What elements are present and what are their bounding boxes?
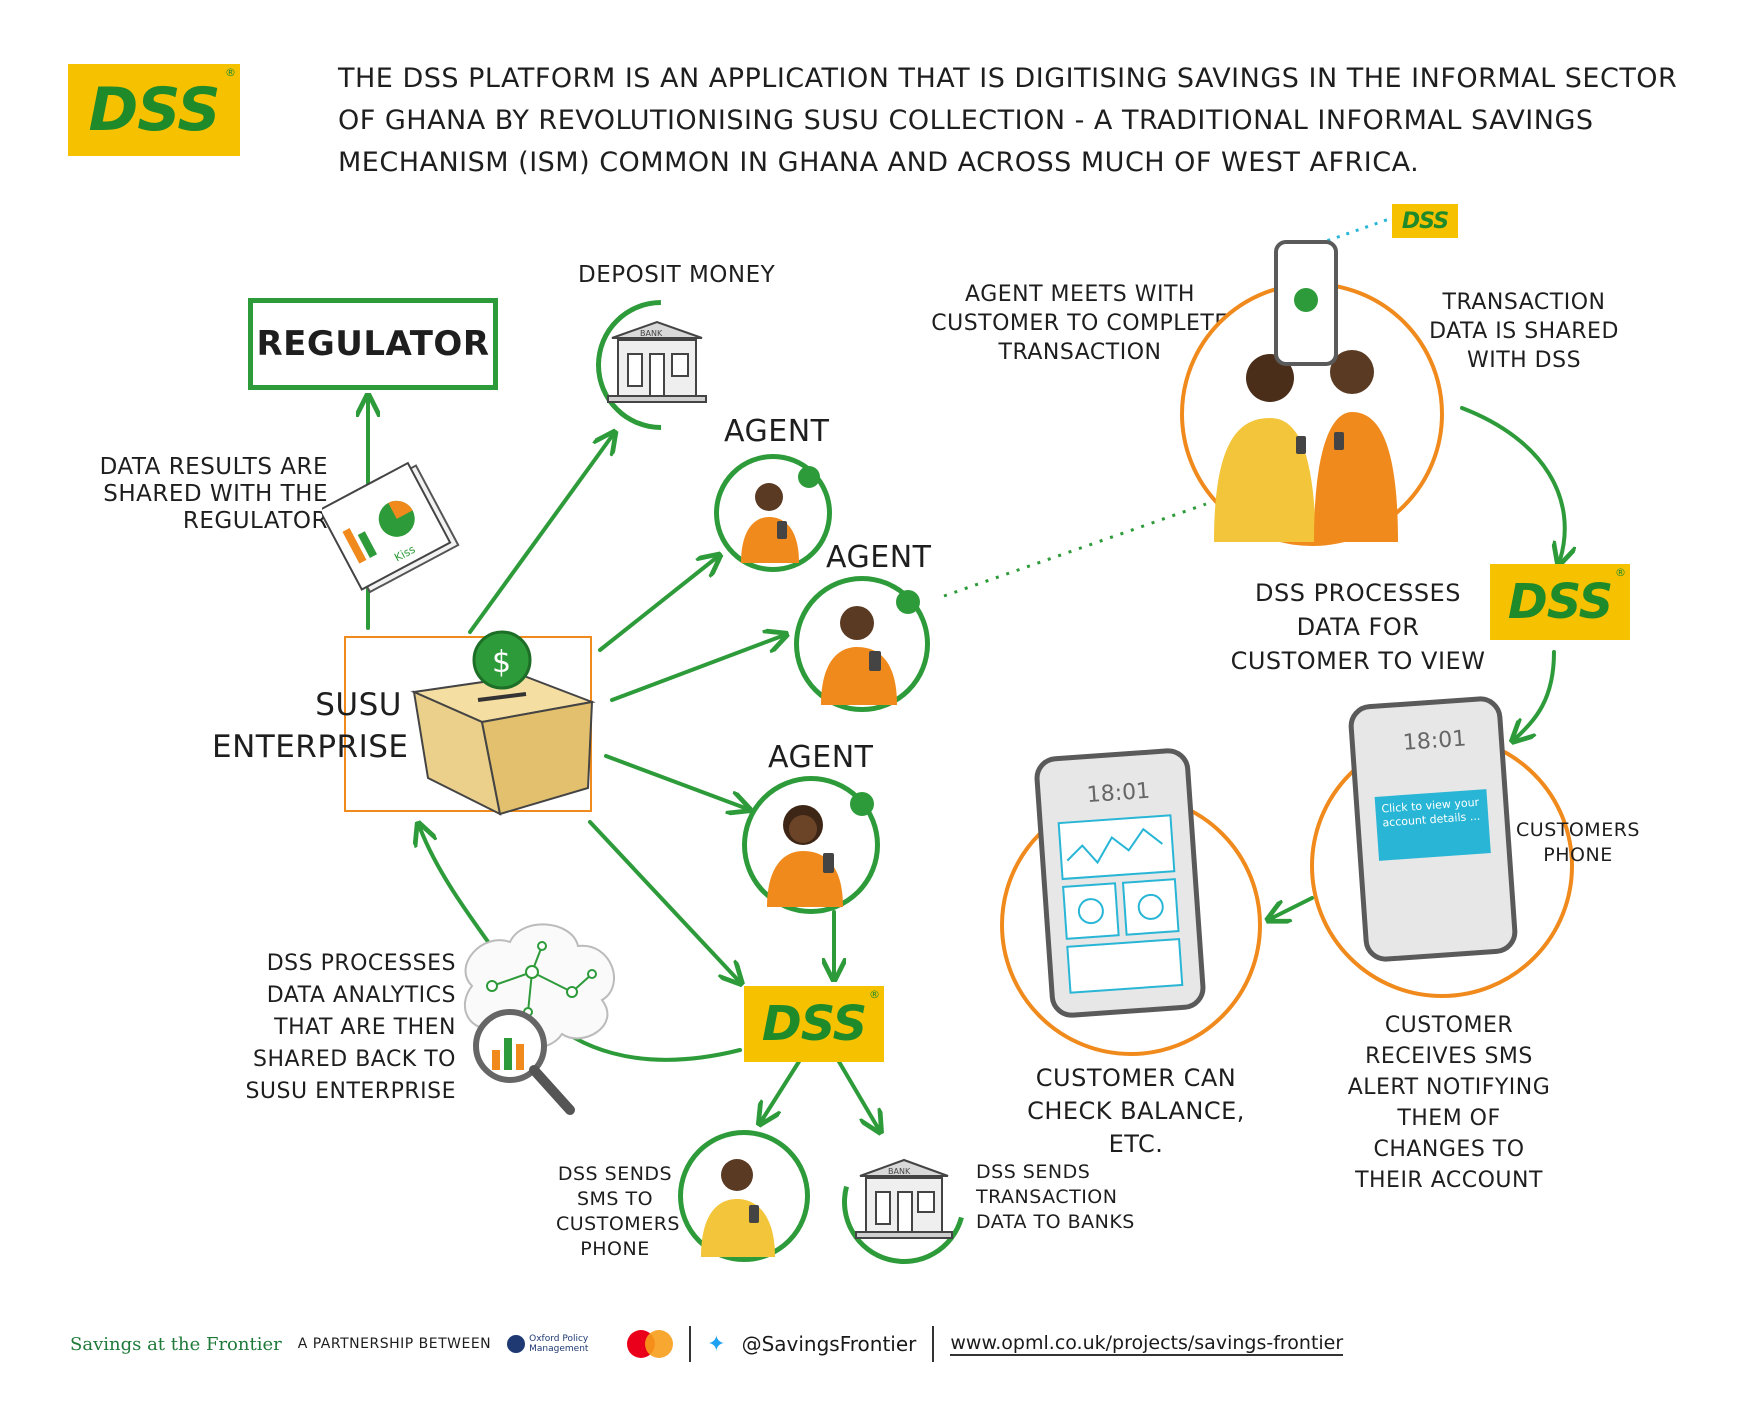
agent-2-circle <box>794 576 930 712</box>
balance-screen-widgets <box>1057 814 1184 994</box>
arrow-to-dss-center <box>588 820 738 980</box>
processes-view-label: DSS PROCESSES DATA FOR CUSTOMER TO VIEW <box>1230 579 1486 675</box>
agent-meets-label: AGENT MEETS WITH CUSTOMER TO COMPLETE TR… <box>931 282 1229 365</box>
deposit-money-label: DEPOSIT MONEY <box>578 262 776 288</box>
arrow-to-customer-phone <box>1516 650 1556 738</box>
twitter-icon[interactable]: ✦ <box>707 1331 726 1357</box>
footer-divider-1 <box>689 1326 692 1362</box>
footer-brand: Savings at the Frontier <box>70 1333 282 1355</box>
agent-1-coin-icon <box>798 466 820 488</box>
dss-logo-right: DSS® <box>1490 564 1630 640</box>
analytics-label: DSS PROCESSES DATA ANALYTICS THAT ARE TH… <box>245 951 456 1104</box>
arrow-to-bank <box>468 436 612 634</box>
agent-2-figure <box>821 606 897 705</box>
sms-bubble[interactable]: Click to view your account details ... <box>1374 789 1491 861</box>
agent-3-circle <box>742 776 880 914</box>
transfer-phone <box>1274 240 1338 366</box>
dotted-link-agent <box>943 502 1207 598</box>
customer-phone: 18:01 Click to view your account details… <box>1347 694 1519 964</box>
opm-label: Oxford Policy Management <box>529 1334 589 1354</box>
transaction-shared-label: TRANSACTION DATA IS SHARED WITH DSS <box>1429 290 1619 373</box>
agent-1-label: AGENT <box>724 414 830 449</box>
intro-text: THE DSS PLATFORM IS AN APPLICATION THAT … <box>338 63 1678 178</box>
susu-enterprise-label: SUSU ENTERPRISE <box>212 687 409 765</box>
customers-phone-label: CUSTOMERS PHONE <box>1516 819 1640 866</box>
dss-logo-center: DSS® <box>744 986 884 1062</box>
mastercard-icon <box>627 1330 674 1358</box>
analytics-magnifier-icon <box>463 923 615 1115</box>
arrow-to-send-bank <box>836 1058 878 1128</box>
sends-sms-label: DSS SENDS SMS TO CUSTOMERS PHONE <box>556 1163 680 1260</box>
footer-partnership: A PARTNERSHIP BETWEEN <box>297 1335 492 1352</box>
sends-banks-label: DSS SENDS TRANSACTION DATA TO BANKS <box>976 1161 1135 1233</box>
check-balance-label: CUSTOMER CAN CHECK BALANCE, ETC. <box>1027 1064 1245 1158</box>
arrow-to-agent-3 <box>604 754 745 808</box>
arrow-to-balance-phone <box>1272 896 1314 918</box>
agent-2-label: AGENT <box>826 540 932 575</box>
savings-box-icon: $ <box>410 630 596 816</box>
sms-customer-figure <box>701 1159 775 1257</box>
footer-url[interactable]: www.opml.co.uk/projects/savings-frontier <box>950 1332 1344 1356</box>
dss-logo-small: DSS <box>1392 204 1458 238</box>
balance-phone: 18:01 <box>1033 746 1207 1020</box>
customer-receives-label: CUSTOMER RECEIVES SMS ALERT NOTIFYING TH… <box>1347 1013 1551 1193</box>
bank-sign: BANK <box>640 329 663 338</box>
svg-text:$: $ <box>492 645 511 680</box>
footer: Savings at the Frontier A PARTNERSHIP BE… <box>70 1322 1430 1366</box>
data-results-label: DATA RESULTS ARE SHARED WITH THE REGULAT… <box>99 454 328 535</box>
regulator-label: REGULATOR <box>256 323 490 364</box>
meeting-figures <box>1214 350 1398 542</box>
agent-1-figure <box>741 483 799 563</box>
opm-logo: Oxford Policy Management <box>507 1334 611 1354</box>
send-bank-icon: BANK <box>855 1158 953 1239</box>
footer-divider-2 <box>932 1326 935 1362</box>
bank-icon: BANK <box>607 320 707 403</box>
agent-3-figure <box>767 805 843 907</box>
send-bank-sign: BANK <box>888 1167 911 1176</box>
regulator-box: REGULATOR <box>248 298 498 390</box>
agent-3-coin-icon <box>850 792 874 816</box>
customer-phone-time: 18:01 <box>1402 726 1468 756</box>
transfer-coin-icon <box>1294 288 1318 312</box>
dss-logo-header: DSS® <box>68 64 240 156</box>
arrow-to-sms-customer <box>762 1058 802 1120</box>
footer-twitter[interactable]: @SavingsFrontier <box>741 1332 917 1356</box>
arrow-to-agent-2 <box>610 636 782 702</box>
meeting-circle <box>1180 282 1444 546</box>
sms-customer-circle <box>678 1130 810 1262</box>
agent-2-coin-icon <box>896 590 920 614</box>
balance-phone-time: 18:01 <box>1085 778 1151 809</box>
agent-3-label: AGENT <box>768 740 874 775</box>
opm-icon <box>507 1335 526 1353</box>
report-icon: Kiss <box>322 461 460 594</box>
arrow-to-agent-1 <box>598 558 716 652</box>
arrow-to-dss-right <box>1460 406 1565 560</box>
